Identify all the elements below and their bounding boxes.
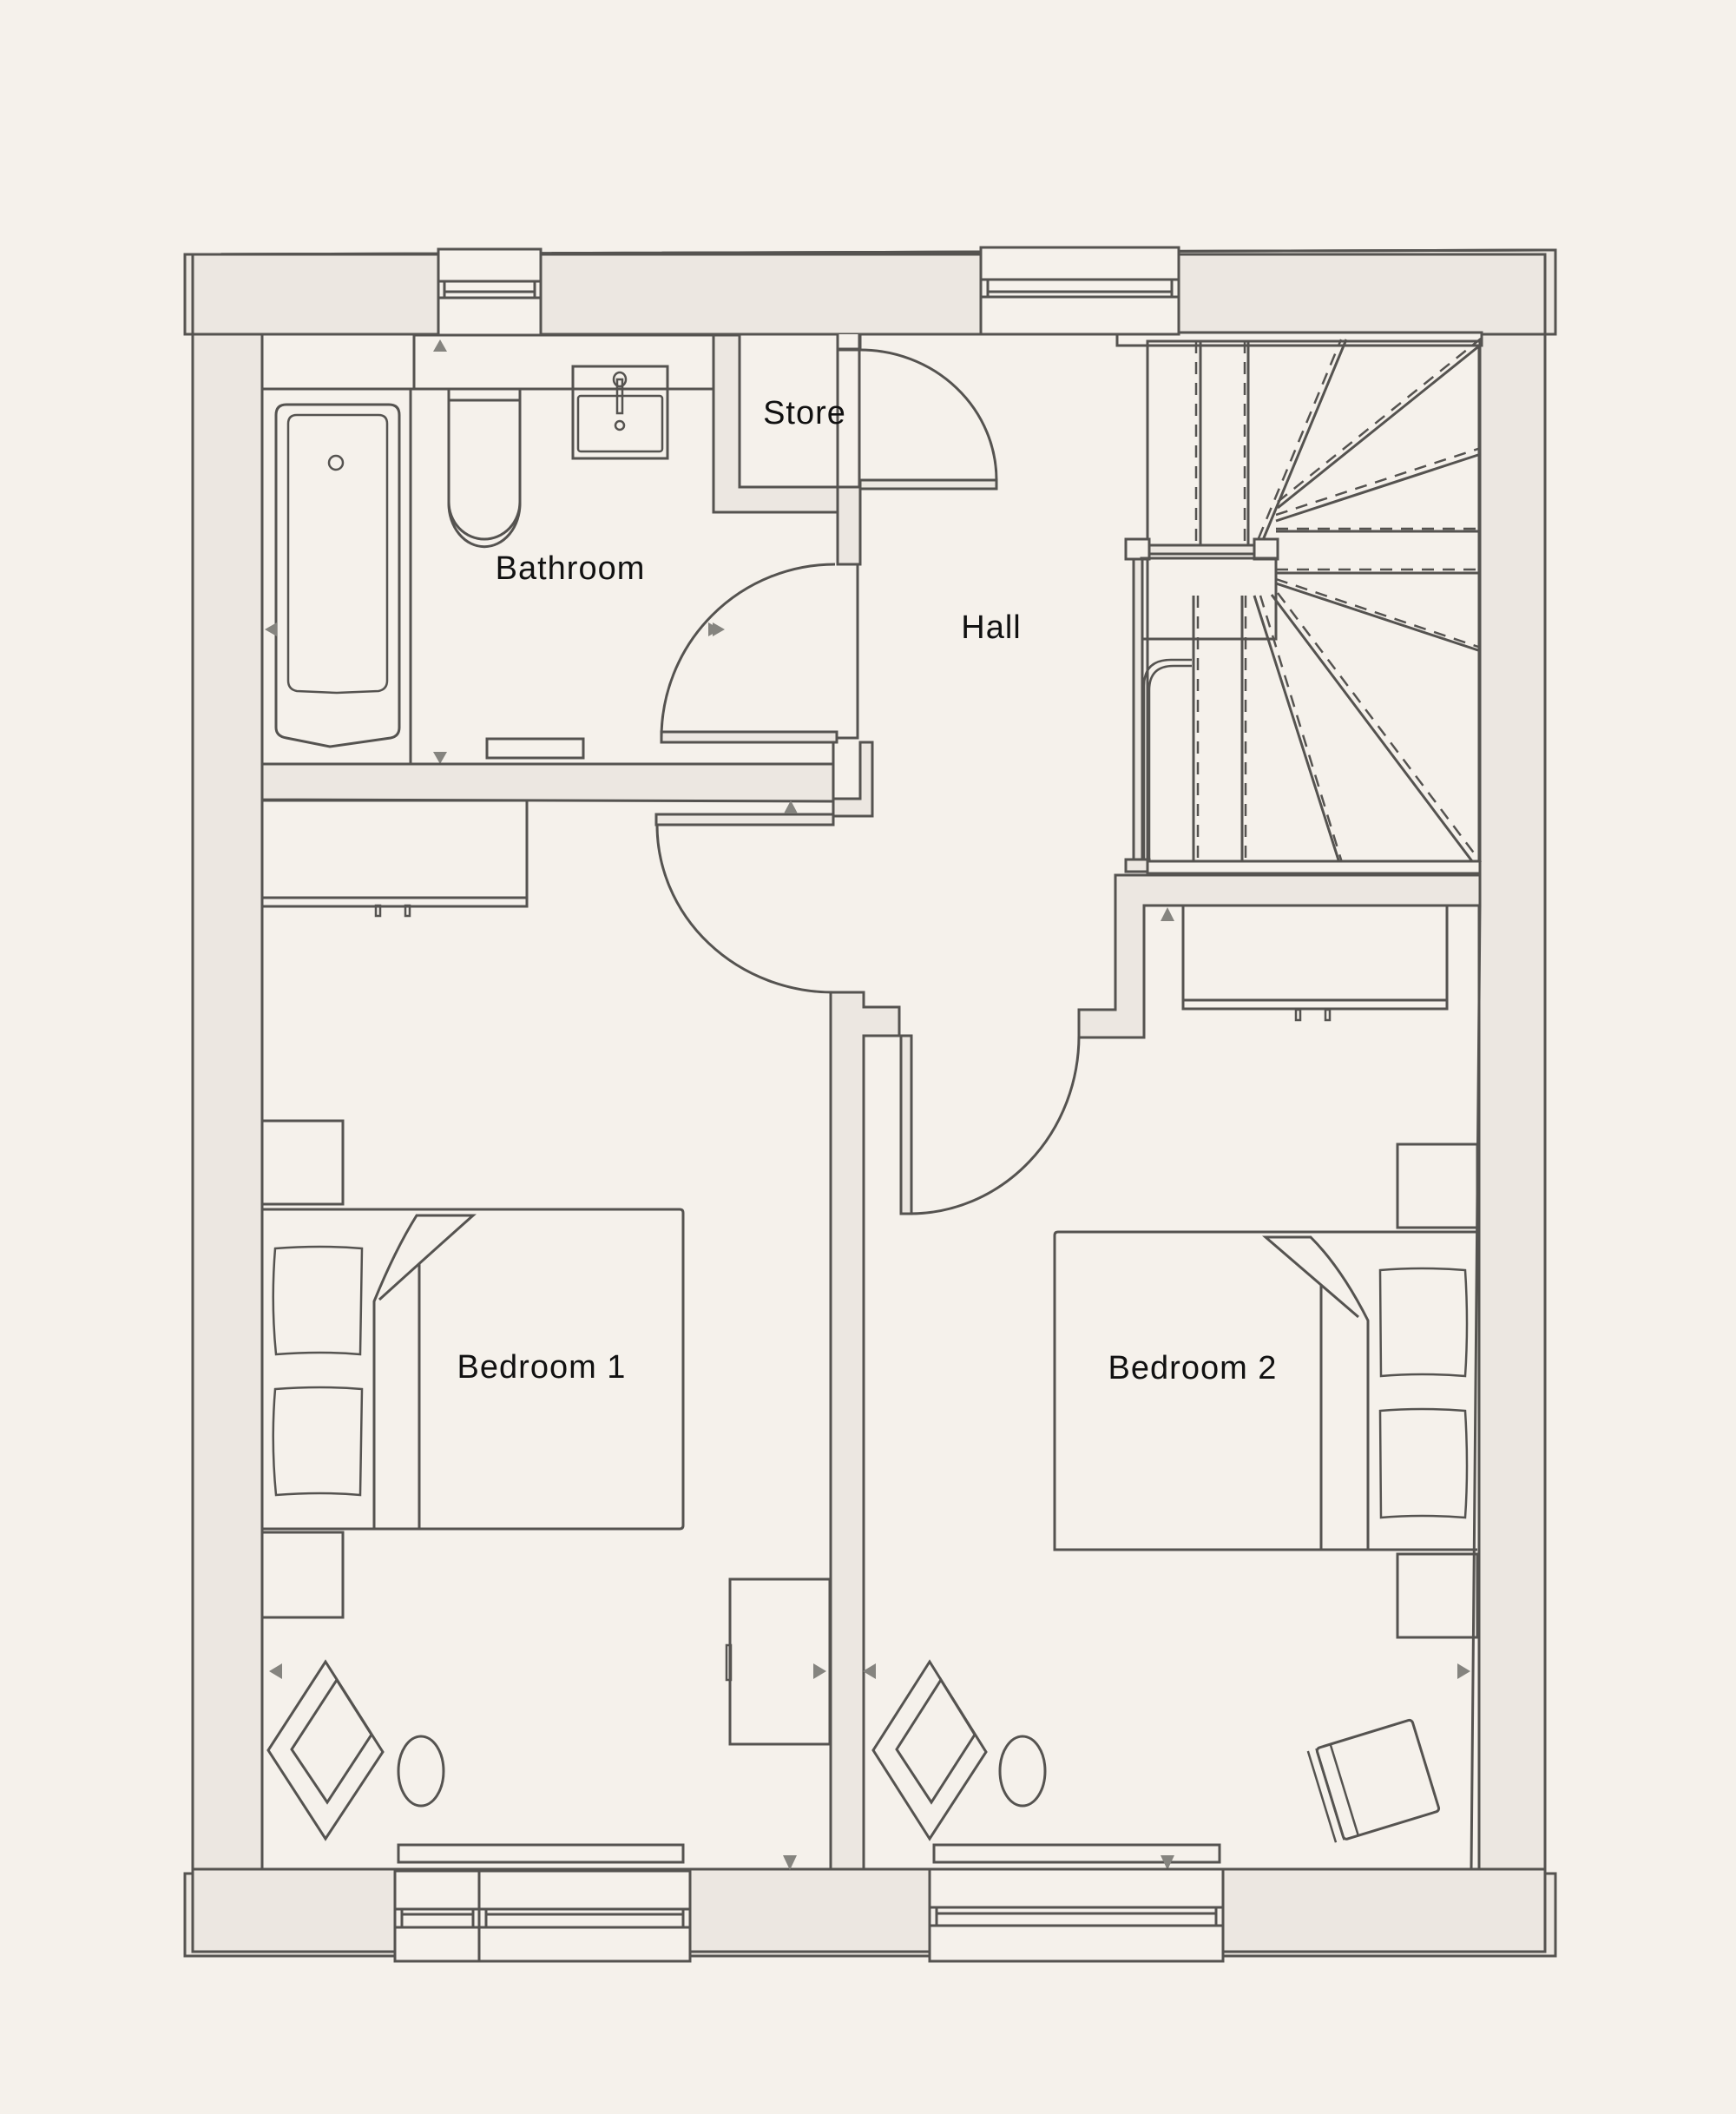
- room-label-bedroom-1: Bedroom 1: [457, 1349, 627, 1386]
- room-label-bedroom-2: Bedroom 2: [1108, 1350, 1278, 1386]
- double-bed: [1053, 1230, 1477, 1551]
- bedroom2-door: [899, 1034, 1081, 1215]
- wardrobe: [260, 799, 529, 918]
- armchair: [871, 1659, 988, 1841]
- bathroom-door: [660, 563, 838, 744]
- wardrobe: [1181, 904, 1449, 1022]
- arrow-marker: [1161, 1855, 1174, 1870]
- bedroom1-door: [654, 813, 835, 994]
- bedside-table: [1396, 1552, 1479, 1639]
- store: [712, 332, 998, 566]
- accent-chair: [1306, 1718, 1441, 1843]
- armchair: [266, 1659, 385, 1841]
- room-label-hall: Hall: [961, 609, 1021, 646]
- staircase: [1115, 331, 1483, 877]
- arrow-marker: [1161, 907, 1174, 921]
- bedside-table: [260, 1531, 345, 1619]
- window-bathroom: [437, 247, 542, 337]
- toilet: [447, 389, 522, 549]
- arrow-marker: [784, 800, 798, 813]
- arrow-marker: [813, 1663, 826, 1679]
- arrow-marker: [269, 1663, 282, 1679]
- arrow-marker: [265, 622, 277, 636]
- interior-wall-bath-bed: [260, 741, 874, 818]
- arrow-marker: [713, 622, 725, 636]
- interior-wall-bedrooms: [829, 873, 1482, 1871]
- side-table: [998, 1735, 1047, 1808]
- basin: [571, 365, 669, 460]
- window-hall: [979, 246, 1180, 336]
- arrow-marker: [433, 339, 447, 352]
- room-label-bathroom: Bathroom: [496, 550, 646, 587]
- bedside-table: [1396, 1143, 1479, 1229]
- bedroom-1: [260, 799, 832, 1871]
- dresser: [725, 1577, 832, 1746]
- arrow-marker: [433, 752, 447, 764]
- side-table: [397, 1735, 445, 1808]
- radiator: [397, 1843, 685, 1864]
- arrow-marker: [783, 1855, 797, 1870]
- double-bed: [262, 1208, 685, 1531]
- bedside-table: [260, 1119, 345, 1206]
- arrow-marker: [1457, 1663, 1470, 1679]
- room-labels: Bathroom Store Hall Bedroom 1 Bedroom 2: [457, 395, 1278, 1386]
- window-bedroom1: [393, 1869, 692, 1963]
- hall: [654, 333, 1081, 1215]
- window-bedroom2: [928, 1867, 1225, 1963]
- room-label-store: Store: [763, 395, 846, 431]
- towel-rail: [485, 737, 585, 760]
- arrow-marker: [863, 1663, 876, 1679]
- radiator: [932, 1843, 1221, 1864]
